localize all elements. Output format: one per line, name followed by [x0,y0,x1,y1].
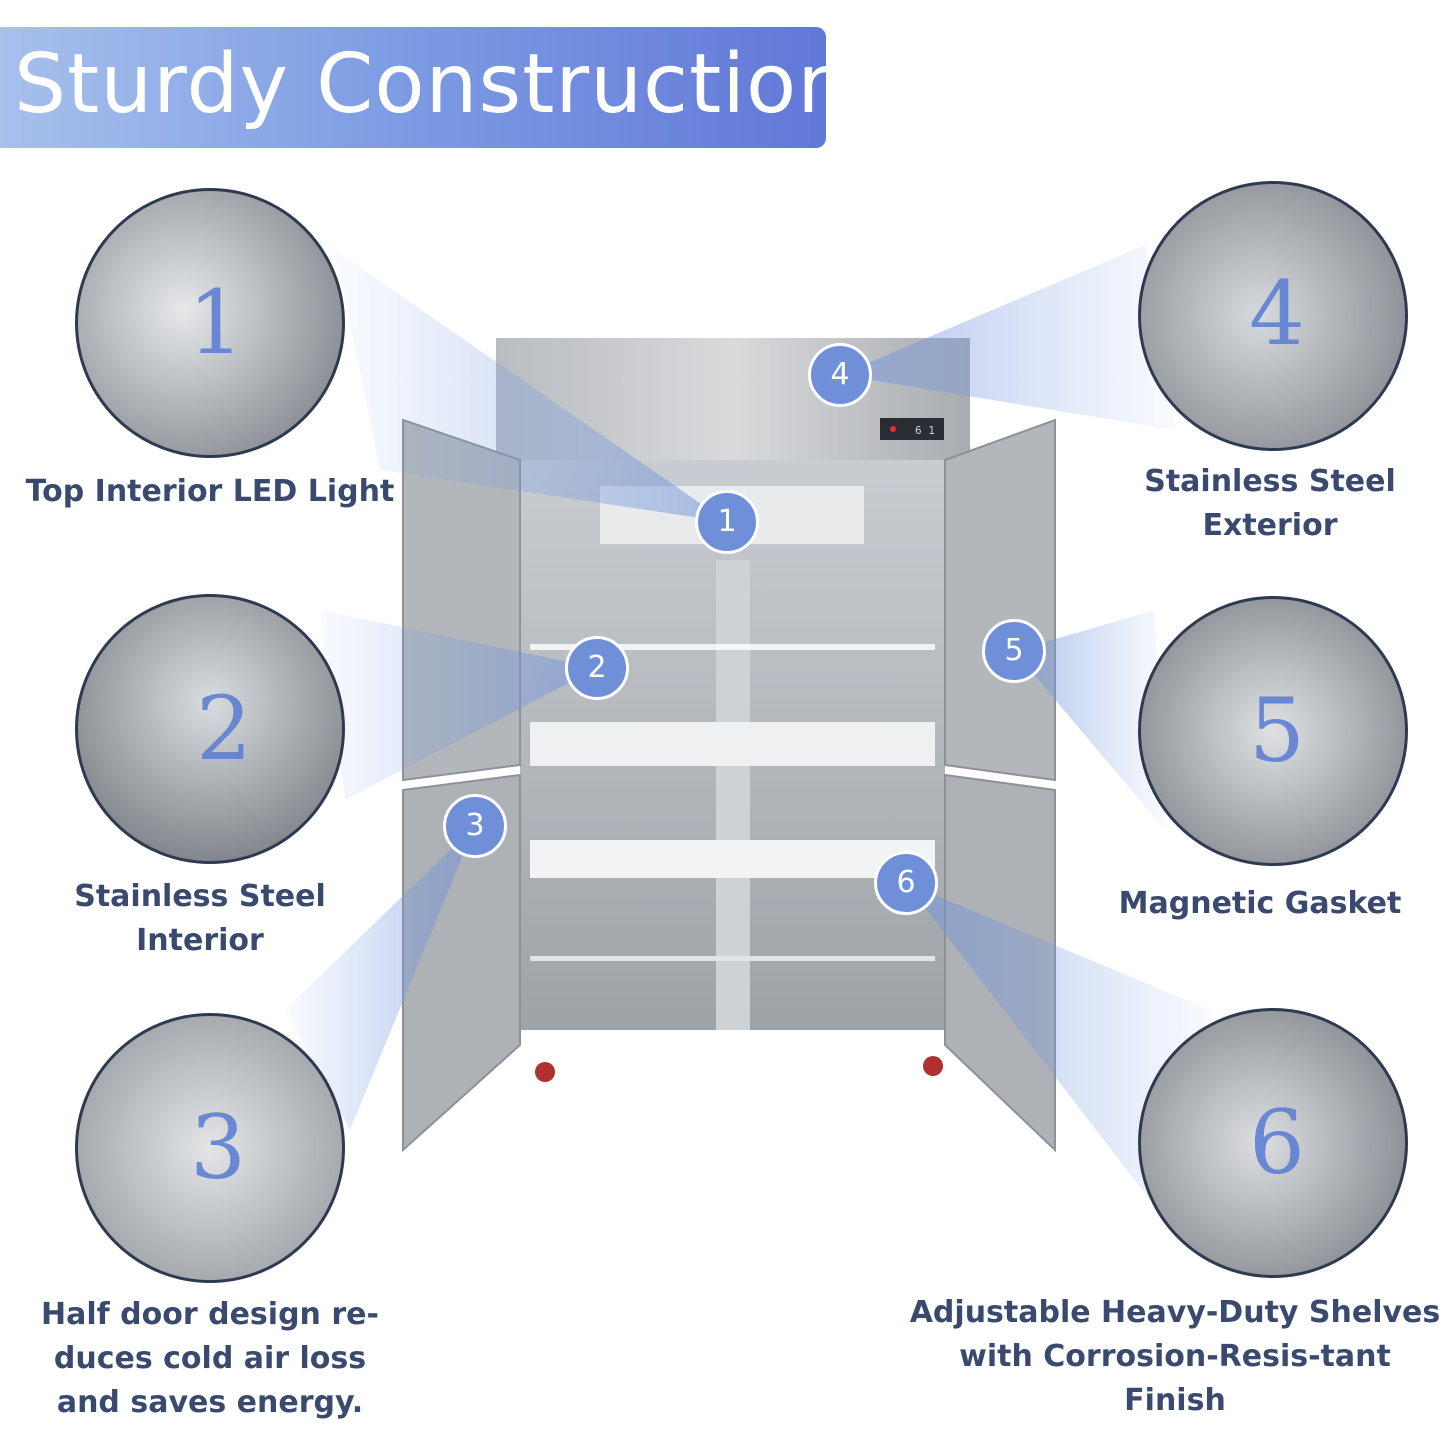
caption-1: Top Interior LED Light [25,474,395,509]
detail-number: 1 [188,271,244,374]
display-readout: 6 1 [915,424,935,437]
badge-3: 3 [443,794,507,858]
detail-circle-6: 6 [1138,1008,1408,1278]
detail-circle-3: 3 [75,1013,345,1283]
shelf-middle [530,722,935,766]
badge-2: 2 [565,636,629,700]
caption-6: Adjustable Heavy-Duty Shelves with Corro… [909,1295,1441,1418]
detail-circle-4: 4 [1138,181,1408,451]
beam-4 [840,245,1175,430]
control-display [880,418,944,440]
caption-2: Stainless Steel Interior [74,879,326,958]
badge-6: 6 [874,851,938,915]
shelf-top [530,644,935,650]
shelf-bottom [530,956,935,961]
detail-circle-2: 2 [75,594,345,864]
detail-number: 3 [190,1096,246,1199]
caption-4: Stainless Steel Exterior [1144,464,1396,543]
beam-5 [1014,610,1165,830]
detail-number: 4 [1249,262,1305,365]
detail-circle-1: 1 [75,188,345,458]
badge-5: 5 [982,619,1046,683]
page-title: Sturdy Construction [14,37,851,132]
beam-6 [906,883,1210,1200]
beam-1 [335,250,727,522]
beam-2 [320,610,597,800]
detail-number: 5 [1249,679,1305,782]
detail-number: 2 [196,677,252,780]
badge-4: 4 [808,343,872,407]
caption-3: Half door design re-duces cold air loss … [41,1297,379,1420]
door-top-right [944,418,1056,782]
caption-5: Magnetic Gasket [1118,886,1402,921]
badge-1: 1 [695,490,759,554]
shelf-lower [530,840,935,878]
caster [923,1056,943,1076]
caster [535,1062,555,1082]
center-post [716,560,750,1030]
beam-3 [285,826,475,1130]
detail-circle-5: 5 [1138,596,1408,866]
detail-number: 6 [1249,1091,1305,1194]
title-banner: Sturdy Construction [0,27,849,148]
